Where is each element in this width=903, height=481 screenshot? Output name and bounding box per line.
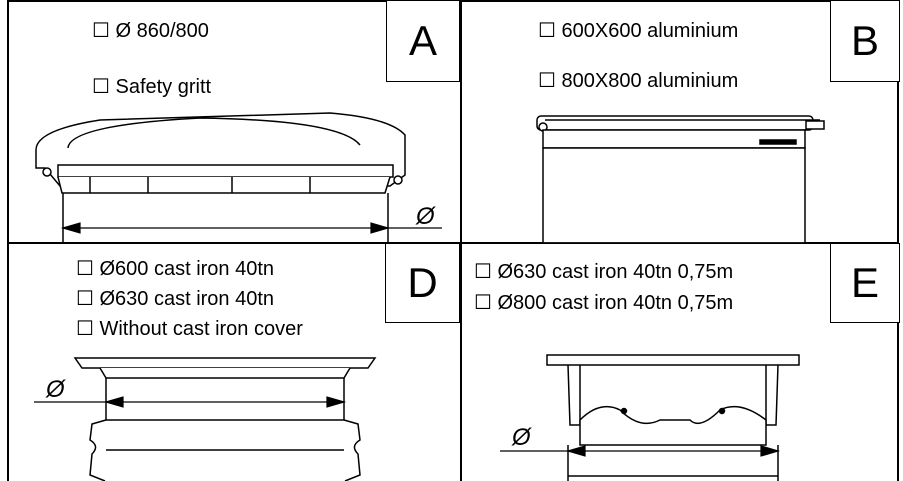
option-e-1[interactable]: ☐ Ø630 cast iron 40tn 0,75m — [474, 261, 734, 283]
diameter-label-a: Ø — [416, 203, 435, 230]
option-d-3[interactable]: ☐ Without cast iron cover — [76, 318, 303, 340]
panel-letter-a: A — [386, 0, 460, 82]
hatch-drawing-e — [546, 354, 800, 481]
option-e-2[interactable]: ☐ Ø800 cast iron 40tn 0,75m — [474, 292, 734, 314]
hatch-drawing-b — [536, 115, 825, 244]
panel-letter-b: B — [830, 0, 900, 82]
option-d-2[interactable]: ☐ Ø630 cast iron 40tn — [76, 288, 275, 310]
option-a-2[interactable]: ☐ Safety gritt — [92, 76, 212, 98]
option-d-1[interactable]: ☐ Ø600 cast iron 40tn — [76, 258, 275, 280]
panel-letter-e: E — [830, 243, 900, 323]
dimension-line-a — [60, 222, 442, 234]
diameter-label-d: Ø — [46, 376, 65, 403]
option-b-2[interactable]: ☐ 800X800 aluminium — [538, 70, 739, 92]
option-b-1[interactable]: ☐ 600X600 aluminium — [538, 20, 739, 42]
hatch-drawing-a — [35, 112, 406, 243]
dimension-line-d — [34, 396, 347, 408]
diameter-label-e: Ø — [512, 424, 531, 451]
option-a-1[interactable]: ☐ Ø 860/800 — [92, 20, 209, 42]
panel-letter-d: D — [385, 243, 460, 323]
dimension-line-e — [500, 445, 781, 457]
hatch-drawing-d — [73, 357, 377, 481]
